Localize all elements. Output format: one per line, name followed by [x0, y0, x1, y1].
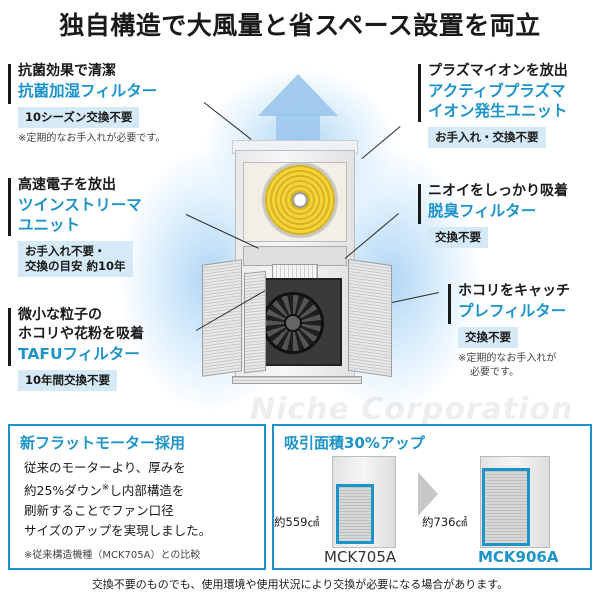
callout-title-line1: ツインストリーマ — [18, 196, 142, 214]
callout-bar — [448, 284, 451, 324]
motor-line1: 従来のモーターより、厚みを — [24, 460, 186, 475]
new-model-name: MCK906A — [478, 548, 559, 566]
motor-line3: 刷新することでファン口径 — [24, 503, 174, 519]
motor-line4: サイズのアップを実現しました。 — [24, 523, 212, 539]
callout-title-line2: ユニット — [18, 216, 81, 234]
motor-box-title: 新フラットモーター採用 — [20, 434, 186, 452]
motor-line2a: 約25%ダウン — [24, 483, 102, 499]
purifier-middle-tray — [243, 246, 347, 266]
callout-note-line2: 必要です。 — [470, 367, 519, 378]
motor-line2-sup: ※ — [101, 483, 110, 493]
headline: 独自構造で大風量と省スペース設置を両立 — [59, 11, 541, 40]
callout-bar — [8, 308, 11, 366]
callout-deodorant-filter: ニオイをしっかり吸着 脱臭フィルター 交換不要 — [418, 182, 568, 248]
callout-sub-line1: 微小な粒子の — [18, 307, 102, 323]
airflow-arrow-icon — [258, 74, 338, 116]
left-inner-filter — [244, 270, 266, 374]
callout-tag-line1: お手入れ不要・ — [25, 244, 106, 258]
callout-bar — [418, 184, 421, 224]
arrow-right-icon — [418, 472, 438, 516]
callout-sub: ニオイをしっかり吸着 — [428, 183, 568, 199]
callout-tag: お手入れ・交換不要 — [428, 127, 546, 148]
motor-line2b: し内部構造を — [109, 483, 185, 499]
callout-title-line2: イオン発生ユニット — [428, 102, 568, 120]
callout-sub: ホコリをキャッチ — [458, 283, 570, 299]
callout-note-line1: ※定期的なお手入れが — [458, 353, 557, 364]
fan-hub — [284, 314, 302, 332]
callout-twin-streamer: 高速電子を放出 ツインストリーマ ユニット お手入れ不要・ 交換の目安 約10年 — [8, 176, 142, 277]
intake-area-box: 吸引面積30%アップ 約559㎠ MCK705A 約736㎠ MCK906A — [272, 424, 592, 570]
callout-title: プレフィルター — [458, 302, 567, 320]
callout-sub-line2: ホコリや花粉を吸着 — [18, 326, 144, 342]
old-model-area: 約559㎠ — [274, 515, 319, 529]
humidifier-wheel-hub — [292, 192, 308, 208]
callout-title-line1: アクティブプラズマ — [428, 82, 566, 100]
new-model-area: 約736㎠ — [422, 515, 467, 529]
callout-bar — [418, 64, 421, 122]
motor-line2: 約25%ダウン※し内部構造を — [24, 478, 211, 501]
callout-tag: 交換不要 — [458, 327, 518, 348]
callout-note: ※定期的なお手入れが必要です。 — [18, 133, 166, 144]
callout-sub: 高速電子を放出 — [18, 177, 116, 193]
airflow-arrow-stem — [276, 114, 320, 144]
motor-feature-box: 新フラットモーター採用 従来のモーターより、厚みを 約25%ダウン※し内部構造を… — [8, 424, 266, 570]
footer-disclaimer: 交換不要のものでも、使用環境や使用状況により交換が必要になる場合があります。 — [91, 578, 509, 591]
callout-bar — [8, 64, 11, 104]
callout-tag: 10シーズン交換不要 — [18, 107, 140, 128]
motor-box-body: 従来のモーターより、厚みを 約25%ダウン※し内部構造を 刷新することでファン口… — [24, 458, 211, 541]
callout-tag: お手入れ不要・ 交換の目安 約10年 — [18, 241, 133, 277]
callout-antibacterial-filter: 抗菌効果で清潔 抗菌加湿フィルター 10シーズン交換不要 ※定期的なお手入れが必… — [8, 62, 165, 146]
watermark: Niche Corporation — [250, 392, 574, 427]
callout-title: TAFUフィルター — [18, 345, 140, 363]
prefilter-panel — [348, 258, 392, 378]
callout-tafu-filter: 微小な粒子の ホコリや花粉を吸着 TAFUフィルター 10年間交換不要 — [8, 306, 144, 391]
callout-tag-line2: 交換の目安 約10年 — [25, 259, 126, 273]
new-model-filter-area — [482, 468, 530, 546]
left-side-panel — [202, 259, 242, 377]
callout-sub: 抗菌効果で清潔 — [18, 63, 116, 79]
old-model-name: MCK705A — [324, 548, 397, 566]
callout-tag: 交換不要 — [428, 227, 488, 248]
callout-sub: プラズマイオンを放出 — [428, 63, 568, 79]
callout-title: 抗菌加湿フィルター — [18, 82, 158, 100]
callout-title: 脱臭フィルター — [428, 202, 537, 220]
callout-prefilter: ホコリをキャッチ プレフィルター 交換不要 ※定期的なお手入れが 必要です。 — [448, 282, 570, 380]
callout-active-plasma-ion: プラズマイオンを放出 アクティブプラズマ イオン発生ユニット お手入れ・交換不要 — [418, 62, 568, 148]
bottom-plate — [232, 376, 362, 384]
motor-box-note: ※従来構造機種（MCK705A）との比較 — [24, 550, 201, 561]
intake-box-title: 吸引面積30%アップ — [284, 434, 425, 452]
callout-bar — [8, 178, 11, 236]
callout-tag: 10年間交換不要 — [18, 370, 118, 391]
old-model-filter-area — [336, 484, 374, 544]
